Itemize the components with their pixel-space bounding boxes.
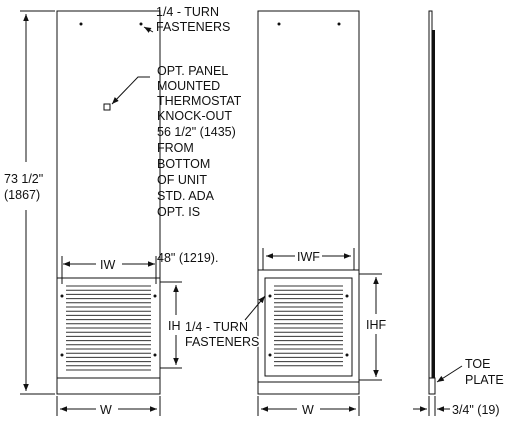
side-panel-edge xyxy=(432,30,435,380)
thermostat-knockout xyxy=(103,103,111,111)
toe-plate xyxy=(428,377,436,395)
thermostat-note: OPT. PANEL MOUNTED THERMOSTAT KNOCK-OUT … xyxy=(157,64,242,265)
ih-label: IH xyxy=(168,319,181,333)
thermostat-note-line: MOUNTED xyxy=(157,79,220,93)
grille-screw xyxy=(153,294,157,298)
thermostat-note-line: STD. ADA xyxy=(157,189,215,203)
fastener-leader xyxy=(143,26,154,33)
height-label: 73 1/2" xyxy=(4,172,43,186)
grille-screw xyxy=(268,294,272,298)
thermostat-note-line: OPT. IS xyxy=(157,205,200,219)
side-view: TOE PLATE 3/4" (19) xyxy=(413,10,504,417)
back-view: IWF IHF 1/4 - TURN FASTENERS W xyxy=(184,10,387,417)
grille-screw xyxy=(345,294,349,298)
back-grille-louvers xyxy=(274,285,343,367)
thermostat-note-line: FROM xyxy=(157,141,194,155)
grille-screw xyxy=(268,353,272,357)
iwf-label: IWF xyxy=(297,250,320,264)
side-panel xyxy=(428,10,433,395)
toe-plate-label-line1: TOE xyxy=(465,357,490,371)
w-label: W xyxy=(100,403,112,417)
thermostat-leader xyxy=(111,76,150,105)
height-mm-label: (1867) xyxy=(4,188,40,202)
thermostat-note-line: OF UNIT xyxy=(157,173,207,187)
thermostat-note-line: 48" (1219). xyxy=(157,251,218,265)
back-toe-strip xyxy=(257,381,360,395)
fastener-top-line1: 1/4 - TURN xyxy=(156,5,219,19)
toe-plate-leader xyxy=(436,365,463,383)
fastener-dot-right xyxy=(139,22,143,26)
depth-label: 3/4" (19) xyxy=(452,403,500,417)
fastener-top-line2: FASTENERS xyxy=(156,20,230,34)
thermostat-note-line: OPT. PANEL xyxy=(157,64,228,78)
front-toe-strip xyxy=(56,377,161,395)
grille-screw xyxy=(60,294,64,298)
thermostat-note-line: 56 1/2" (1435) xyxy=(157,125,236,139)
fastener-dot-left xyxy=(277,22,281,26)
fastener-bottom-line1: 1/4 - TURN xyxy=(185,320,248,334)
thermostat-note-line: THERMOSTAT xyxy=(157,94,242,108)
iw-label: IW xyxy=(100,258,115,272)
thermostat-note-line: KNOCK-OUT xyxy=(157,109,232,123)
fastener-dot-right xyxy=(337,22,341,26)
grille-screw xyxy=(60,353,64,357)
toe-plate-label-line2: PLATE xyxy=(465,373,504,387)
grille-screw xyxy=(153,353,157,357)
ihf-label: IHF xyxy=(366,318,387,332)
fastener-bottom-leader xyxy=(244,295,266,321)
w-label: W xyxy=(302,403,314,417)
fastener-bottom-line2: FASTENERS xyxy=(185,335,259,349)
grille-screw xyxy=(345,353,349,357)
front-grille-louvers xyxy=(66,285,151,371)
front-view: 73 1/2" (1867) 1/4 - TURN FASTENERS OPT.… xyxy=(4,5,242,417)
fastener-dot-left xyxy=(79,22,83,26)
thermostat-note-line: BOTTOM xyxy=(157,157,210,171)
